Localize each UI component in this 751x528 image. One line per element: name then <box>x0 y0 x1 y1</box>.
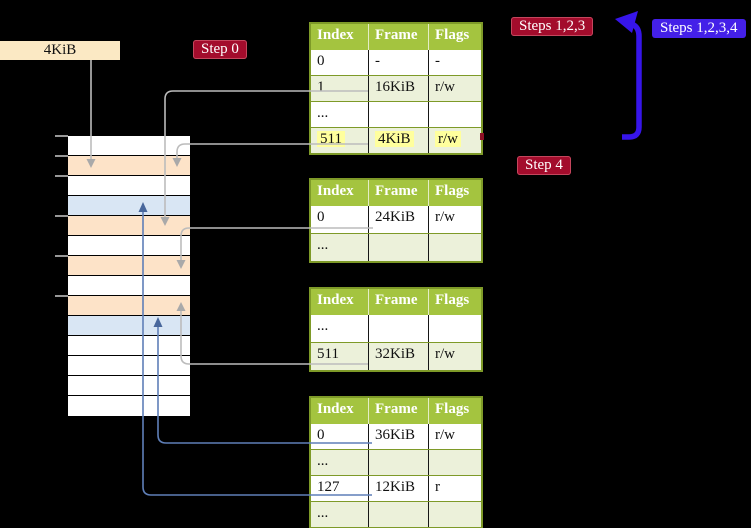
frame-cell: - <box>368 50 428 75</box>
index-cell: 511 <box>317 346 339 362</box>
table-header-row: Index Frame Flags <box>311 24 481 50</box>
index-cell: ... <box>317 105 329 121</box>
frame-tick <box>55 175 68 177</box>
header-cell-flags: Flags <box>428 398 481 424</box>
index-cell: 127 <box>317 479 340 495</box>
table-row: 0 36KiB r/w <box>311 424 481 449</box>
frame-tick <box>55 215 68 217</box>
step4-badge: Step 4 <box>517 156 571 175</box>
memory-frame-row <box>68 316 190 336</box>
header-cell-flags: Flags <box>428 24 481 50</box>
index-cell: ... <box>317 453 329 469</box>
table-header-row: Index Frame Flags <box>311 180 481 206</box>
flags-cell <box>428 315 481 342</box>
flags-cell <box>428 502 481 527</box>
header-cell-index: Index <box>317 183 354 199</box>
frame-cell: 24KiB <box>368 206 428 233</box>
frame-tick <box>55 135 68 137</box>
flags-cell: r <box>428 476 481 501</box>
physical-memory-column <box>68 136 190 416</box>
frame-cell: 36KiB <box>368 424 428 449</box>
memory-frame-row <box>68 196 190 216</box>
table-row: ... <box>311 101 481 127</box>
index-cell: 0 <box>317 427 325 443</box>
highlighted-value: 4KiB <box>375 131 414 147</box>
header-cell-index: Index <box>317 401 354 417</box>
flags-cell: r/w <box>428 424 481 449</box>
highlighted-value: r/w <box>435 131 461 147</box>
header-cell-index: Index <box>317 292 354 308</box>
frame-cell: 32KiB <box>368 343 428 370</box>
index-cell: 0 <box>317 53 325 69</box>
page-table-level4: Index Frame Flags 0 36KiB r/w ... 127 12… <box>309 396 483 528</box>
flags-cell <box>428 102 481 127</box>
loop-arrow <box>615 11 642 140</box>
memory-frame-row <box>68 376 190 396</box>
steps123-badge: Steps 1,2,3 <box>511 17 594 36</box>
index-cell: ... <box>317 505 329 521</box>
header-cell-index: Index <box>317 27 354 43</box>
frame-cell <box>368 315 428 342</box>
page-table-level2: Index Frame Flags 0 24KiB r/w ... <box>309 178 483 263</box>
header-cell-flags: Flags <box>428 289 481 315</box>
flags-cell: - <box>428 50 481 75</box>
frame-cell: 4KiB <box>368 128 428 153</box>
table-row: 511 32KiB r/w <box>311 342 481 370</box>
table-row: ... <box>311 233 481 261</box>
frame-tick <box>55 155 68 157</box>
table-row: ... <box>311 501 481 527</box>
memory-frame-row <box>68 136 190 156</box>
frame-cell <box>368 502 428 527</box>
index-cell: ... <box>317 318 329 334</box>
table-row: 0 - - <box>311 50 481 75</box>
memory-frame-row <box>68 396 190 416</box>
index-cell: 1 <box>317 79 325 95</box>
table-row: 0 24KiB r/w <box>311 206 481 233</box>
frame-cell <box>368 102 428 127</box>
table-row: ... <box>311 449 481 475</box>
header-cell-frame: Frame <box>368 398 428 424</box>
header-cell-frame: Frame <box>368 180 428 206</box>
flags-cell <box>428 234 481 261</box>
header-cell-frame: Frame <box>368 289 428 315</box>
row-511-marker <box>480 133 484 140</box>
steps1234-badge: Steps 1,2,3,4 <box>652 19 746 38</box>
memory-frame-row <box>68 336 190 356</box>
table-header-row: Index Frame Flags <box>311 289 481 315</box>
frame-cell <box>368 450 428 475</box>
table-row: 127 12KiB r <box>311 475 481 501</box>
flags-cell <box>428 450 481 475</box>
frame-tick <box>55 295 68 297</box>
header-cell-frame: Frame <box>368 24 428 50</box>
memory-frame-row <box>68 176 190 196</box>
table-header-row: Index Frame Flags <box>311 398 481 424</box>
table-row: ... <box>311 315 481 342</box>
flags-cell: r/w <box>428 128 481 153</box>
page-size-label: 4KiB <box>0 41 120 60</box>
table-row: 1 16KiB r/w <box>311 75 481 101</box>
page-table-level3: Index Frame Flags ... 511 32KiB r/w <box>309 287 483 372</box>
index-cell: ... <box>317 237 329 253</box>
memory-frame-row <box>68 356 190 376</box>
highlighted-value: 511 <box>317 131 345 147</box>
index-cell: 511 <box>311 128 368 153</box>
memory-frame-row <box>68 156 190 176</box>
memory-frame-row <box>68 296 190 316</box>
memory-frame-row <box>68 216 190 236</box>
flags-cell: r/w <box>428 343 481 370</box>
frame-tick <box>55 255 68 257</box>
header-cell-flags: Flags <box>428 180 481 206</box>
page-table-level1: Index Frame Flags 0 - - 1 16KiB r/w ... … <box>309 22 483 155</box>
flags-cell: r/w <box>428 206 481 233</box>
flags-cell: r/w <box>428 76 481 101</box>
memory-frame-row <box>68 256 190 276</box>
table-row-highlighted: 511 4KiB r/w <box>311 127 481 153</box>
memory-frame-row <box>68 236 190 256</box>
frame-cell: 16KiB <box>368 76 428 101</box>
frame-cell <box>368 234 428 261</box>
index-cell: 0 <box>317 209 325 225</box>
frame-cell: 12KiB <box>368 476 428 501</box>
step0-badge: Step 0 <box>193 40 247 59</box>
memory-frame-row <box>68 276 190 296</box>
